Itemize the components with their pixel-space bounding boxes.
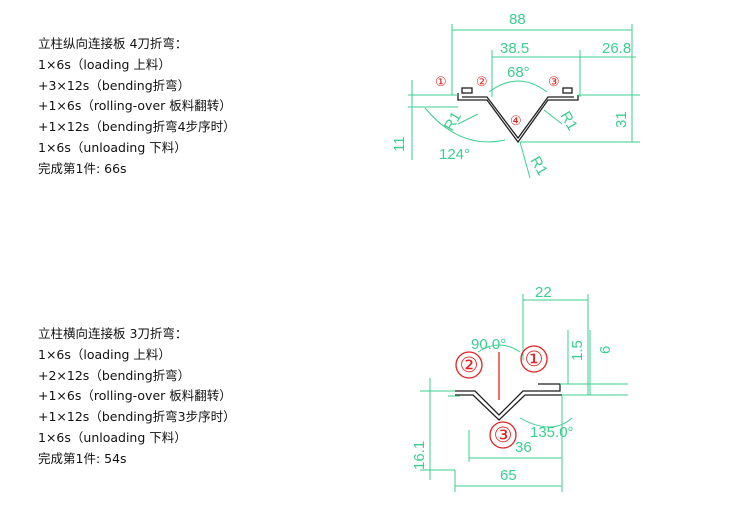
drawing-2-marker-2-ring	[455, 351, 483, 379]
process-2-description: 立柱横向连接板 3刀折弯： 1×6s（loading 上料） +2×12s（be…	[38, 324, 236, 470]
drawing-2-dim-height-left: 16.1	[411, 441, 428, 470]
drawing-1-marker-3: ③	[548, 74, 560, 89]
process-1-step: +3×12s（bending折弯）	[38, 77, 191, 93]
drawing-1-dim-span: 38.5	[500, 40, 529, 57]
drawing-1-part-profile	[457, 93, 579, 144]
drawing-2-dim-width: 65	[500, 467, 517, 484]
drawing-1-right-tab	[562, 87, 573, 94]
process-1-total: 完成第1件: 66s	[38, 160, 127, 176]
process-1-step: 1×6s（loading 上料）	[38, 56, 171, 72]
drawing-1-dim-angle-side: 124°	[439, 146, 470, 163]
drawing-1-dim-height-right: 31	[613, 111, 630, 128]
process-1-step: +1×12s（bending折弯4步序时）	[38, 119, 236, 135]
process-1-description: 立柱纵向连接板 4刀折弯： 1×6s（loading 上料） +3×12s（be…	[38, 34, 236, 180]
drawing-1-dim-width: 88	[509, 11, 526, 28]
drawing-2-marker-2: ②	[460, 353, 479, 377]
process-2-step: 1×6s（loading 上料）	[38, 346, 171, 362]
drawing-1-dim-height-left: 11	[391, 136, 408, 152]
drawing-1-dim-r-left: R1	[441, 109, 465, 134]
drawing-2-dim-inner: 36	[515, 439, 532, 456]
process-2-total: 完成第1件: 54s	[38, 450, 127, 466]
drawing-1: 88 38.5 26.8 68° 124° 11 31 R1 R1 R1 ① ②…	[391, 11, 640, 179]
drawing-2-dim-h-small: 1.5	[569, 340, 586, 361]
drawing-1-dim-r-bottom: R1	[527, 154, 551, 179]
drawing-2-marker-3-ring	[489, 421, 517, 449]
drawing-2-part-profile	[455, 383, 562, 421]
drawing-2-dim-angle-left: 90.0°	[471, 336, 506, 353]
drawing-2-dim-h-right: 6	[597, 346, 614, 354]
process-2-step: +1×6s（rolling-over 板料翻转）	[38, 388, 232, 404]
drawing-2-marker-3: ③	[494, 423, 513, 447]
drawing-1-dim-angle-top: 68°	[507, 64, 530, 81]
process-2-step: +1×12s（bending折弯3步序时）	[38, 409, 236, 425]
drawing-1-marker-4: ④	[510, 113, 522, 128]
process-1-step: +1×6s（rolling-over 板料翻转）	[38, 98, 232, 114]
drawing-1-marker-2: ②	[476, 74, 488, 89]
process-1-step: 1×6s（unloading 下料）	[38, 139, 187, 155]
process-2-step: 1×6s（unloading 下料）	[38, 429, 187, 445]
drawing-2: 22 90.0° 1.5 6 135.0° 16.1 36 65 ① ② ③	[411, 284, 628, 492]
drawing-2-dim-angle-right: 135.0°	[530, 424, 574, 441]
drawing-1-marker-1: ①	[435, 74, 447, 89]
drawing-2-marker-1: ①	[525, 347, 544, 371]
drawing-1-left-tab	[461, 87, 473, 94]
process-2-step: +2×12s（bending折弯）	[38, 367, 191, 383]
process-2-title: 立柱横向连接板 3刀折弯：	[38, 326, 188, 341]
process-1-title: 立柱纵向连接板 4刀折弯：	[38, 36, 188, 51]
drawing-2-dim-top: 22	[535, 284, 552, 301]
drawing-1-dim-right: 26.8	[602, 40, 631, 57]
drawing-1-dim-r-mid: R1	[557, 109, 581, 134]
drawing-2-marker-1-ring	[520, 345, 548, 373]
